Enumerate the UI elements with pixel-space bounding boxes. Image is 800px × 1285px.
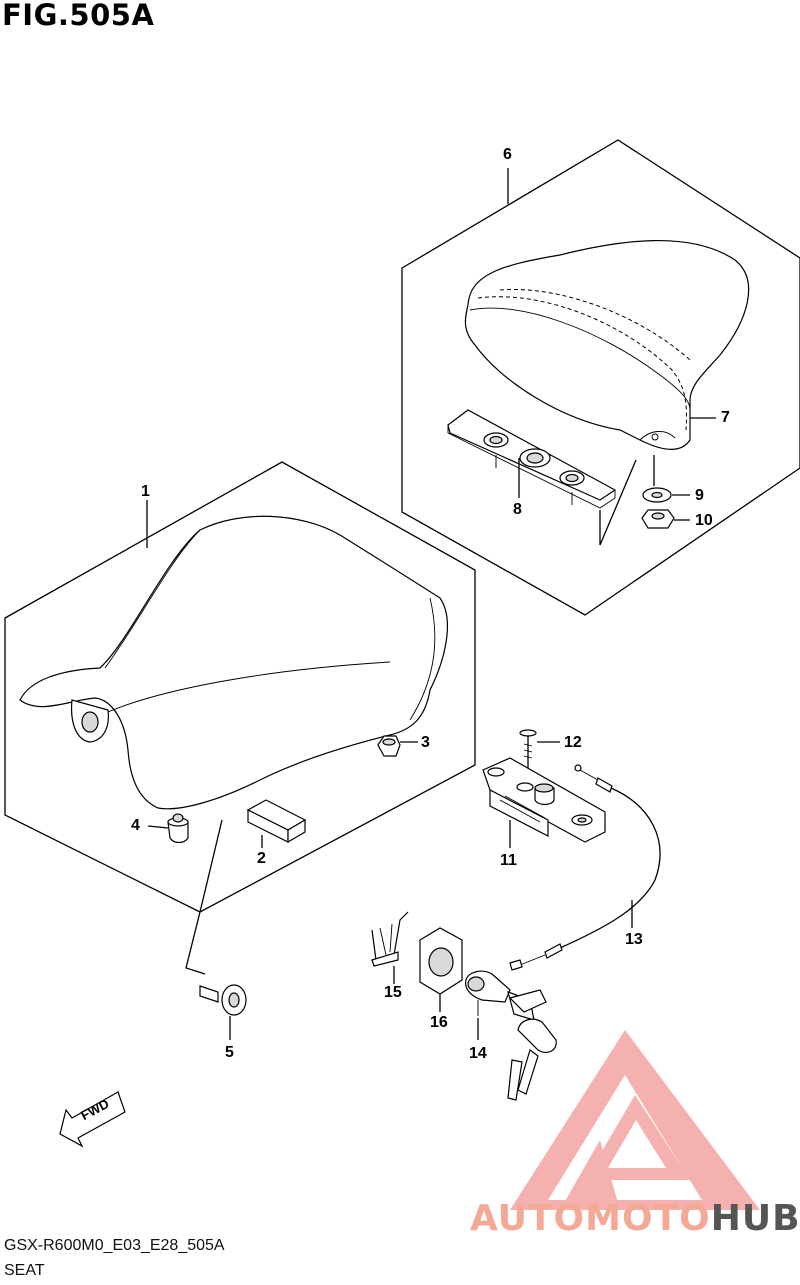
callout-14: 14 (469, 1045, 487, 1062)
lock-cylinder-14 (465, 970, 557, 1101)
cable-13 (509, 764, 661, 971)
lock-bracket-11 (482, 757, 606, 843)
clip-15 (371, 911, 409, 967)
watermark-part2: HUB (710, 1198, 800, 1239)
callout-5: 5 (225, 1044, 234, 1061)
watermark-logo (510, 1030, 760, 1210)
callout-13: 13 (625, 931, 643, 948)
bolt-leader (185, 819, 223, 975)
cushion-4 (167, 813, 189, 844)
damper-3 (377, 735, 401, 757)
fwd-arrow-icon (59, 1091, 126, 1148)
callout-10: 10 (695, 512, 713, 529)
callout-2: 2 (257, 850, 266, 867)
washer-9 (642, 455, 672, 503)
seat-bracket-8 (447, 409, 617, 509)
screw-12 (519, 729, 537, 768)
callout-4: 4 (131, 817, 140, 834)
rear-seat-cushion (464, 240, 750, 450)
callout-6: 6 (503, 146, 512, 163)
callout-16: 16 (430, 1014, 448, 1031)
diagram-name: SEAT (4, 1262, 45, 1279)
figure-title: FIG.505A (2, 0, 155, 32)
callout-1: 1 (141, 483, 150, 500)
watermark-part1: AUTOMOTO (470, 1198, 711, 1239)
group-box-rear-seat (401, 139, 800, 616)
bracket-leader (599, 459, 637, 546)
leader-lines (146, 168, 716, 1040)
callout-11: 11 (500, 852, 517, 869)
callout-3: 3 (421, 734, 430, 751)
group-box-front-seat (4, 461, 476, 913)
callout-7: 7 (721, 409, 730, 426)
front-seat-cushion (19, 515, 449, 810)
callout-12: 12 (564, 734, 582, 751)
nut-10 (641, 509, 675, 529)
diagram-code: GSX-R600M0_E03_E28_505A (4, 1237, 225, 1254)
callout-8: 8 (513, 501, 522, 518)
callout-9: 9 (695, 487, 704, 504)
bolt-5 (199, 984, 247, 1016)
callout-15: 15 (384, 984, 402, 1001)
pad-2 (246, 799, 307, 844)
plate-16 (419, 927, 463, 995)
watermark-text: AUTOMOTOHUB (470, 1198, 800, 1239)
